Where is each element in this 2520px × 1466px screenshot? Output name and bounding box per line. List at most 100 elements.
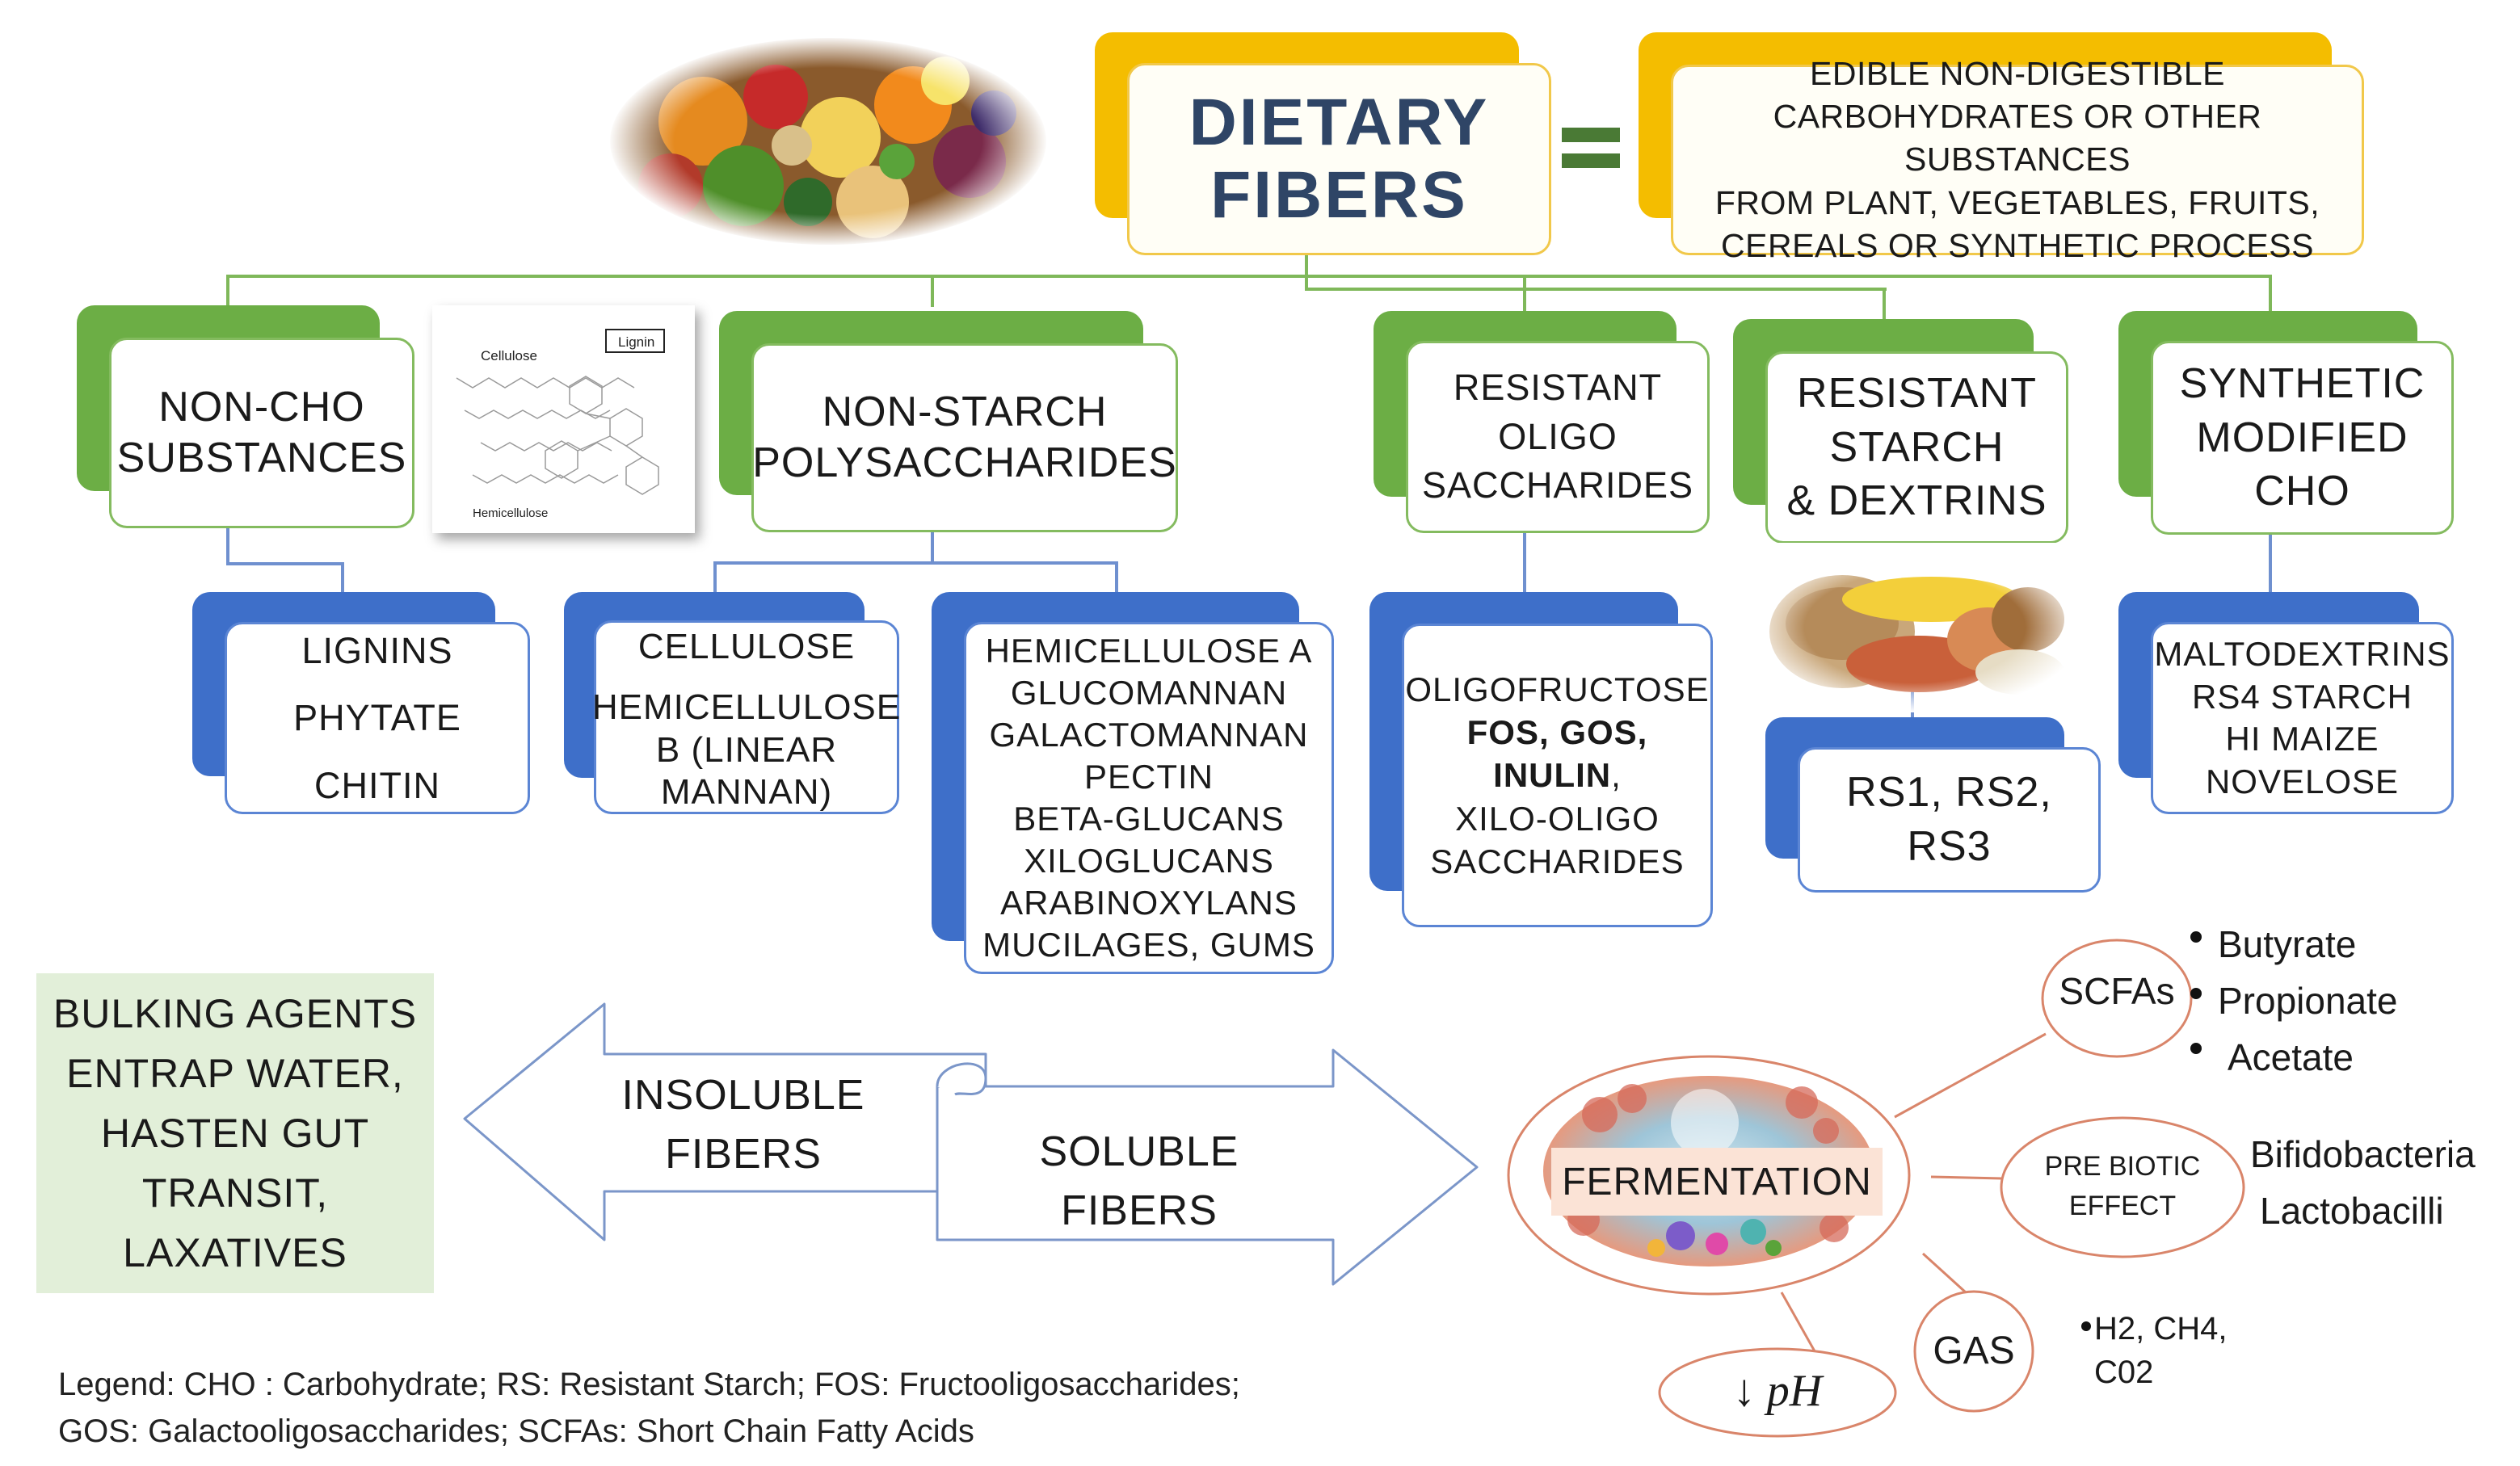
fermentation-graphics	[1495, 929, 2505, 1454]
scfas-label: SCFAs	[2043, 969, 2191, 1013]
soluble-line-2: FIBERS	[1061, 1187, 1218, 1234]
nsp-label-1: NON-STARCH	[822, 388, 1108, 435]
ros-box: RESISTANT OLIGO SACCHARIDES	[1406, 341, 1710, 533]
rsd-label-3: & DEXTRINS	[1786, 477, 2047, 525]
hemi-item-2: GLUCOMANNAN	[1010, 673, 1288, 712]
nsp-box: NON-STARCH POLYSACCHARIDES	[751, 343, 1178, 532]
equals-sign	[1562, 128, 1620, 170]
soluble-arrow	[936, 1048, 1479, 1286]
hemicellulose-caption: Hemicellulose	[473, 506, 548, 520]
connector	[341, 562, 344, 593]
malto-box: MALTODEXTRINS RS4 STARCH HI MAIZE NOVELO…	[2151, 622, 2454, 814]
gas-item-2: C02	[2094, 1355, 2154, 1390]
lignins-item-2: PHYTATE	[293, 697, 461, 739]
cellulose-lignin-structure-image: Cellulose Lignin Hemicellulose	[432, 305, 695, 533]
connector	[226, 275, 2270, 278]
connector	[713, 561, 1117, 565]
fermentation-text: FERMENTATION	[1562, 1160, 1872, 1203]
rsd-label-2: STARCH	[1829, 423, 2005, 471]
hemi-box: HEMICELLULOSE A GLUCOMANNAN GALACTOMANNA…	[964, 622, 1334, 974]
food-image	[606, 32, 1050, 250]
scfa-propionate: Propionate	[2218, 979, 2398, 1022]
connector	[1305, 255, 1308, 291]
oligo-box: OLIGOFRUCTOSE FOS, GOS, INULIN, XILO-OLI…	[1402, 624, 1713, 927]
oligo-item-5: SACCHARIDES	[1430, 842, 1685, 880]
connector	[931, 532, 934, 563]
connector	[226, 562, 343, 565]
connector	[2269, 275, 2272, 311]
oligo-item-3: INULIN	[1493, 756, 1612, 795]
syn-label-1: SYNTHETIC	[2179, 360, 2425, 408]
legend-line-1: Legend: CHO : Carbohydrate; RS: Resistan…	[58, 1367, 1240, 1402]
malto-item-4: NOVELOSE	[2205, 762, 2400, 800]
bulking-line-3: HASTEN GUT	[100, 1111, 370, 1156]
scfa-list: Butyrate Propionate Acetate	[2218, 917, 2484, 1086]
connector	[226, 275, 229, 307]
oligo-item-3-line: INULIN,	[1493, 754, 1622, 796]
bacteria-list: Bifidobacteria Lactobacilli	[2250, 1127, 2509, 1240]
ros-label-2: OLIGO	[1498, 415, 1618, 457]
connector	[226, 528, 229, 564]
hemi-item-8: MUCILAGES, GUMS	[982, 926, 1315, 964]
soluble-line-1: SOLUBLE	[1039, 1128, 1239, 1175]
connector	[1523, 275, 1526, 311]
cellulose-item-1: CELLULOSE	[637, 627, 856, 666]
definition-box: EDIBLE NON-DIGESTIBLE CARBOHYDRATES OR O…	[1671, 55, 2364, 264]
non-cho-box: NON-CHO SUBSTANCES	[109, 338, 414, 528]
non-cho-label-1: NON-CHO	[158, 383, 365, 431]
syn-box: SYNTHETIC MODIFIED CHO	[2151, 341, 2454, 535]
gas-item-1: H2, CH4,	[2094, 1311, 2228, 1346]
ros-label-1: RESISTANT	[1453, 366, 1663, 408]
connector	[713, 561, 717, 594]
rs-box: RS1, RS2, RS3	[1798, 747, 2101, 893]
oligo-item-3-comma: ,	[1611, 756, 1622, 795]
ph-text: ↓ pH	[1732, 1366, 1823, 1416]
oligo-item-1: OLIGOFRUCTOSE	[1405, 670, 1710, 708]
title-line-2: FIBERS	[1210, 158, 1468, 232]
syn-label-3: CHO	[2254, 468, 2350, 515]
gas-text: GAS	[1933, 1329, 2015, 1372]
fiber-arrows	[461, 998, 1483, 1288]
rs-item-2: RS3	[1907, 823, 1992, 870]
connector	[1115, 561, 1118, 594]
gas-list: H2, CH4, C02	[2094, 1307, 2304, 1394]
scfas-text: SCFAs	[2059, 970, 2175, 1012]
bulking-line-1: BULKING AGENTS	[53, 991, 418, 1036]
scfa-butyrate: Butyrate	[2218, 923, 2357, 965]
cellulose-item-4: MANNAN)	[660, 772, 833, 813]
title-line-1: DIETARY	[1188, 85, 1490, 159]
connector	[1305, 288, 1887, 291]
bacteria-lacto: Lactobacilli	[2260, 1189, 2444, 1232]
insoluble-line-2: FIBERS	[665, 1130, 822, 1178]
hemi-item-1: HEMICELLULOSE A	[985, 631, 1313, 670]
definition-line-2: CARBOHYDRATES OR OTHER SUBSTANCES	[1773, 98, 2262, 179]
malto-item-2: RS4 STARCH	[2192, 677, 2413, 716]
scfa-acetate: Acetate	[2228, 1035, 2354, 1078]
nsp-label-2: POLYSACCHARIDES	[752, 439, 1177, 486]
connector	[931, 275, 934, 307]
malto-item-1: MALTODEXTRINS	[2154, 635, 2451, 673]
rsd-label-1: RESISTANT	[1797, 370, 2037, 418]
connector	[1523, 533, 1526, 594]
hemi-item-4: PECTIN	[1083, 757, 1214, 796]
soluble-label: SOLUBLE FIBERS	[994, 1123, 1285, 1241]
syn-label-2: MODIFIED	[2196, 414, 2409, 461]
lignin-caption: Lignin	[618, 334, 654, 350]
title-box: DIETARY FIBERS	[1127, 63, 1551, 255]
definition-line-4: CEREALS OR SYNTHETIC PROCESS	[1721, 226, 2314, 264]
hemi-item-7: ARABINOXYLANS	[1000, 884, 1298, 922]
cellulose-item-2: HEMICELLULOSE	[591, 687, 902, 727]
rs-item-1: RS1, RS2,	[1846, 769, 2052, 817]
connector	[1883, 288, 1886, 320]
bulking-box: BULKING AGENTS ENTRAP WATER, HASTEN GUT …	[36, 973, 434, 1293]
connector	[2269, 535, 2272, 594]
bulking-line-5: LAXATIVES	[123, 1230, 347, 1275]
oligo-item-2: FOS, GOS,	[1466, 713, 1648, 751]
starch-foods-image	[1745, 543, 2085, 712]
prebiotic-line-1: PRE BIOTIC	[2044, 1151, 2201, 1182]
cellulose-item-3: B (LINEAR	[655, 729, 838, 770]
prebiotic-line-2: EFFECT	[2068, 1191, 2177, 1222]
insoluble-line-1: INSOLUBLE	[621, 1072, 865, 1119]
ros-label-3: SACCHARIDES	[1421, 464, 1694, 506]
